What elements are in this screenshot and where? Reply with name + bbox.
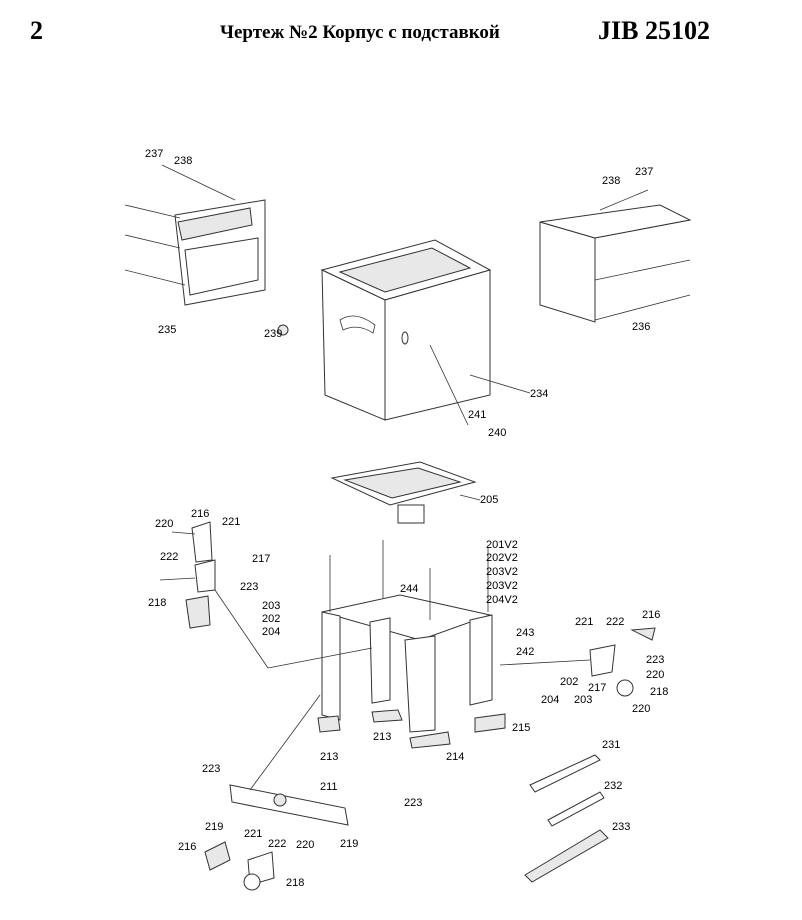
callout-label: 232	[604, 780, 622, 792]
part-234-cabinet	[277, 239, 531, 426]
model-code: JIB 25102	[598, 16, 710, 45]
callout-label: 222	[606, 616, 624, 628]
callout-label: 211	[320, 781, 338, 793]
callout-label: 217	[588, 682, 606, 694]
callout-label: 203V2	[486, 566, 518, 578]
callout-label: 239	[264, 328, 282, 340]
callout-label: 223	[240, 581, 258, 593]
part-205-hopper	[330, 461, 481, 524]
part-211-bottom-bar	[204, 694, 349, 891]
callout-label: 243	[516, 627, 534, 639]
callout-label: 204	[541, 694, 559, 706]
callout-label: 223	[202, 763, 220, 775]
callout-label: 236	[632, 321, 650, 333]
drawing-title: Чертеж №2 Корпус с подставкой	[220, 22, 500, 43]
callout-label: 201V2	[486, 539, 518, 551]
callout-label: 216	[178, 841, 196, 853]
callout-label: 220	[632, 703, 650, 715]
callout-label: 241	[468, 409, 486, 421]
part-231-233-handles	[524, 754, 609, 883]
callout-label: 216	[642, 609, 660, 621]
callout-label: 221	[222, 516, 240, 528]
callout-label: 240	[488, 427, 506, 439]
callout-label: 234	[530, 388, 548, 400]
callout-label: 220	[296, 839, 314, 851]
callout-label: 221	[575, 616, 593, 628]
callout-label: 244	[400, 583, 418, 595]
callout-label: 238	[174, 155, 192, 167]
callout-label: 218	[286, 877, 304, 889]
callout-label: 214	[446, 751, 464, 763]
part-right-caster-assembly	[499, 627, 656, 697]
callout-label: 223	[404, 797, 422, 809]
part-235-left-panel	[124, 164, 266, 306]
callout-label: 223	[646, 654, 664, 666]
callout-label: 205	[480, 494, 498, 506]
callout-label: 203	[262, 600, 280, 612]
callout-label: 238	[602, 175, 620, 187]
part-236-right-panel	[539, 189, 692, 323]
callout-label: 218	[148, 597, 166, 609]
callout-label: 215	[512, 722, 530, 734]
callout-label: 237	[635, 166, 653, 178]
callout-label: 237	[145, 148, 163, 160]
callout-label: 218	[650, 686, 668, 698]
callout-label: 217	[252, 553, 270, 565]
part-stand-frame	[317, 540, 506, 749]
callout-label: 203	[574, 694, 592, 706]
callout-label: 222	[160, 551, 178, 563]
callout-label: 242	[516, 646, 534, 658]
callout-label: 219	[205, 821, 223, 833]
callout-label: 235	[158, 324, 176, 336]
callout-label: 220	[646, 669, 664, 681]
callout-label: 204	[262, 626, 280, 638]
callout-label: 221	[244, 828, 262, 840]
callout-label: 213	[320, 751, 338, 763]
callout-label: 222	[268, 838, 286, 850]
callout-label: 203V2	[486, 580, 518, 592]
callout-label: 216	[191, 508, 209, 520]
callout-label: 202	[262, 613, 280, 625]
callout-label: 231	[602, 739, 620, 751]
callout-label: 213	[373, 731, 391, 743]
callout-label: 220	[155, 518, 173, 530]
callout-label: 204V2	[486, 594, 518, 606]
callout-label: 202	[560, 676, 578, 688]
page-number: 2	[30, 16, 43, 45]
callout-label: 219	[340, 838, 358, 850]
callout-label: 233	[612, 821, 630, 833]
callout-label: 202V2	[486, 552, 518, 564]
part-left-caster-assembly	[159, 521, 373, 669]
